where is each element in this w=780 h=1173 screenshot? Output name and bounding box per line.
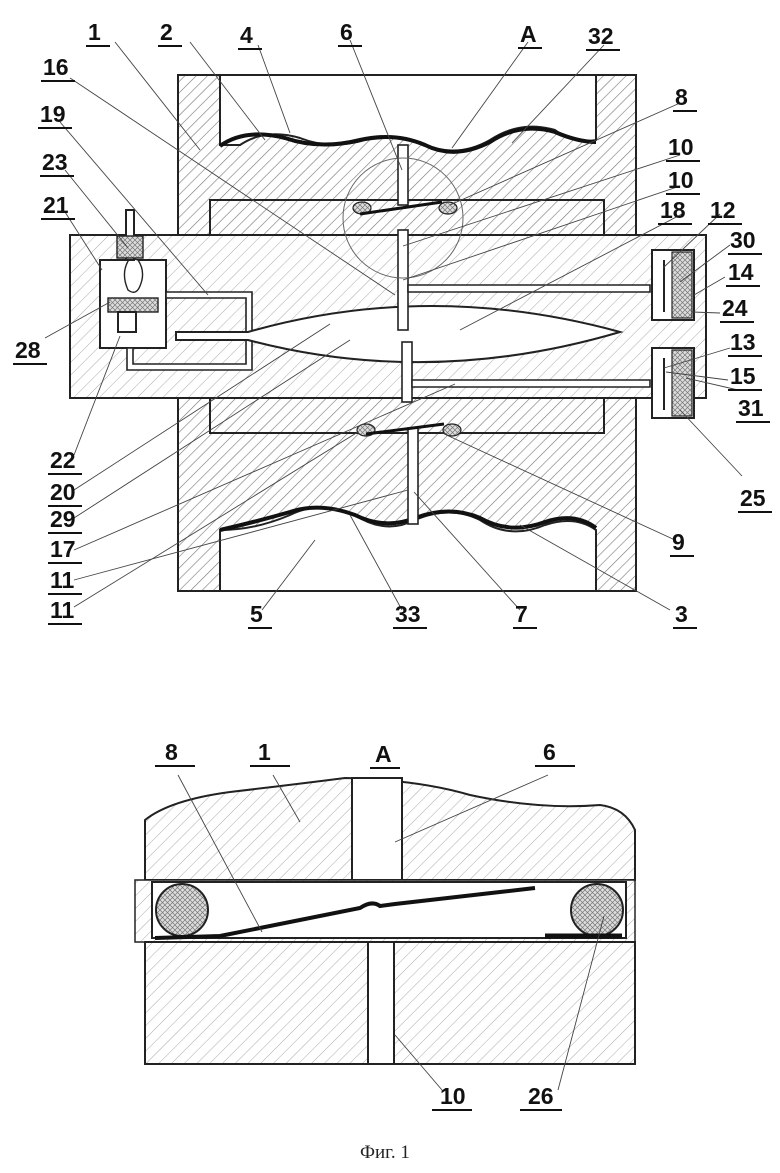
right-valve-lower-insert [672,350,692,416]
detail-view-a: 8 1 A 6 10 26 [135,739,635,1110]
detail-label-8: 8 [165,739,178,765]
label-7: 7 [515,601,528,627]
right-valve-upper-insert [672,252,692,318]
detail-lower-channel [368,942,394,1064]
label-8: 8 [675,84,688,110]
channel-bottom [408,428,418,524]
label-15: 15 [730,363,756,389]
detail-seal-right [571,884,623,936]
label-a: A [520,21,537,47]
label-3: 3 [675,601,688,627]
label-32: 32 [588,23,614,49]
label-18: 18 [660,197,686,223]
label-10-b: 10 [668,167,694,193]
detail-upper-channel [352,778,402,880]
detail-label-a: A [375,741,392,767]
label-11-a: 11 [50,567,75,593]
channel-top [398,145,408,205]
right-duct-upper [408,285,650,292]
label-1: 1 [88,19,101,45]
left-valve-insert [108,298,158,312]
label-28: 28 [15,337,41,363]
label-11-b: 11 [50,597,75,623]
detail-label-10: 10 [440,1083,466,1109]
label-14: 14 [728,259,754,285]
label-20: 20 [50,479,76,505]
detail-seal-left [156,884,208,936]
label-12: 12 [710,197,736,223]
label-30: 30 [730,227,756,253]
label-24: 24 [722,295,748,321]
figure-caption: Фиг. 1 [360,1142,410,1163]
label-6: 6 [340,19,353,45]
label-17: 17 [50,536,76,562]
detail-label-6: 6 [543,739,556,765]
label-5: 5 [250,601,263,627]
detail-label-26: 26 [528,1083,554,1109]
left-valve-base [118,312,136,332]
label-4: 4 [240,22,253,48]
label-22: 22 [50,447,76,473]
label-13: 13 [730,329,756,355]
label-16: 16 [43,54,69,80]
detail-slot [152,882,626,938]
main-section-view: 1 2 4 6 A 32 16 8 19 10 10 23 18 12 21 3… [13,19,772,628]
label-29: 29 [50,506,76,532]
label-19: 19 [40,101,66,127]
flame-element [124,258,142,292]
upper-seal-right [439,202,457,214]
label-21: 21 [43,192,69,218]
right-duct-lower [412,380,650,387]
label-10-a: 10 [668,134,694,160]
label-33: 33 [395,601,421,627]
label-2: 2 [160,19,173,45]
channel-bottom-inner [402,342,412,402]
label-9: 9 [672,529,685,555]
detail-label-1: 1 [258,739,271,765]
label-31: 31 [738,395,764,421]
label-25: 25 [740,485,766,511]
label-23: 23 [42,149,68,175]
